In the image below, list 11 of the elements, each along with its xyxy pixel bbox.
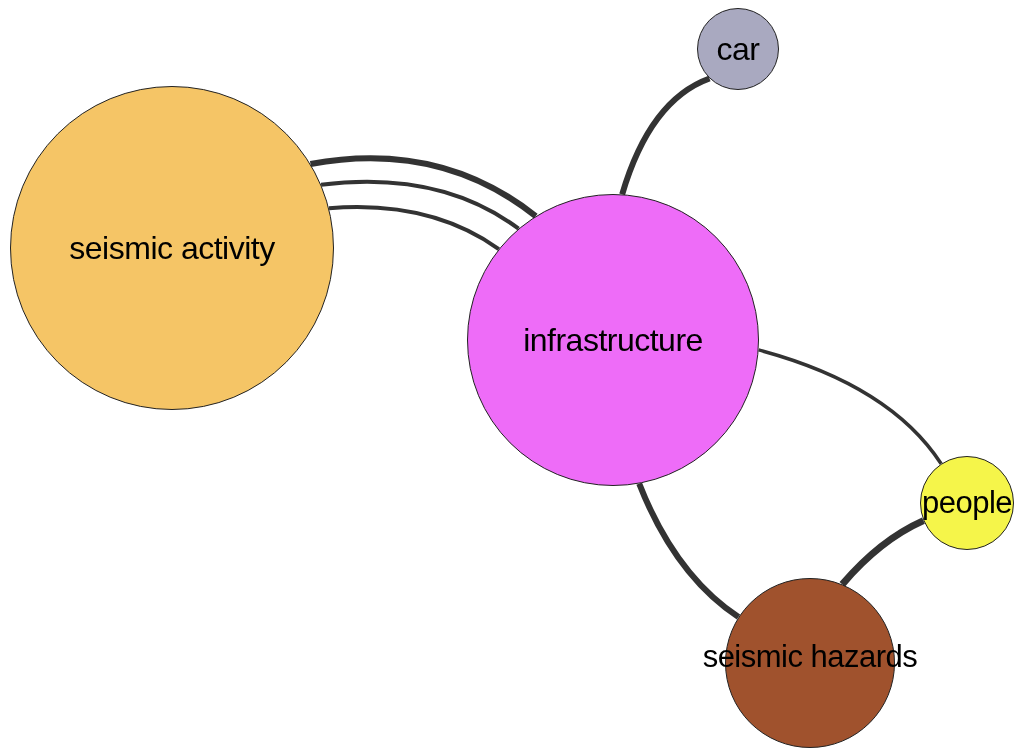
- connector-line: [310, 155, 538, 219]
- node-label: infrastructure: [523, 321, 703, 359]
- connector-line: [839, 517, 925, 587]
- connector-line: [328, 205, 500, 251]
- connector-line: [636, 482, 741, 620]
- node-label: people: [921, 485, 1013, 521]
- node-label: car: [716, 30, 760, 68]
- connector-line: [758, 348, 943, 465]
- connector-line: [619, 75, 711, 196]
- node-label: seismic activity: [69, 229, 275, 267]
- connector-line: [320, 179, 520, 231]
